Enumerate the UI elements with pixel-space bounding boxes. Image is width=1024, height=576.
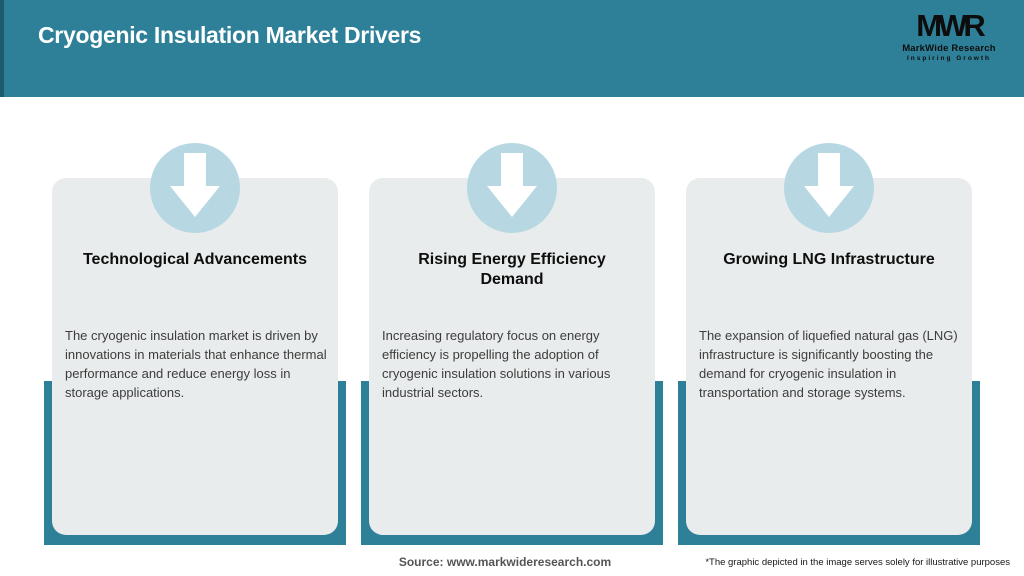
logo-initials: MWR: [916, 8, 985, 43]
driver-card: Growing LNG Infrastructure The expansion…: [686, 178, 972, 535]
card-body: The expansion of liquefied natural gas (…: [699, 328, 958, 400]
header-bar: Cryogenic Insulation Market Drivers MWR …: [0, 0, 1024, 97]
disclaimer-text: *The graphic depicted in the image serve…: [705, 557, 1010, 568]
source-text: Source: www.markwideresearch.com: [398, 555, 612, 569]
arrow-down-icon: [784, 143, 874, 233]
page-title: Cryogenic Insulation Market Drivers: [38, 22, 422, 48]
driver-group-rising-energy-efficiency-demand: Rising Energy Efficiency Demand Increasi…: [361, 143, 663, 545]
arrow-down-icon: [467, 143, 557, 233]
card-body: Increasing regulatory focus on energy ef…: [382, 328, 611, 400]
card-title: Technological Advancements: [82, 251, 308, 268]
card-title: Growing LNG Infrastructure: [723, 251, 935, 268]
driver-group-growing-lng-infrastructure: Growing LNG Infrastructure The expansion…: [678, 143, 980, 545]
logo-tagline: Inspiring Growth: [907, 54, 991, 62]
driver-group-technological-advancements: Technological Advancements The cryogenic…: [44, 143, 346, 545]
arrow-down-icon: [150, 143, 240, 233]
brand-logo: MWR MarkWide Research Inspiring Growth: [894, 10, 1004, 62]
header-left-edge: [0, 0, 4, 97]
card-body: The cryogenic insulation market is drive…: [65, 328, 327, 400]
card-title: Rising Energy Efficiency Demand: [418, 251, 606, 288]
driver-card: Technological Advancements The cryogenic…: [52, 178, 338, 535]
driver-card: Rising Energy Efficiency Demand Increasi…: [369, 178, 655, 535]
logo-name: MarkWide Research: [902, 43, 996, 54]
